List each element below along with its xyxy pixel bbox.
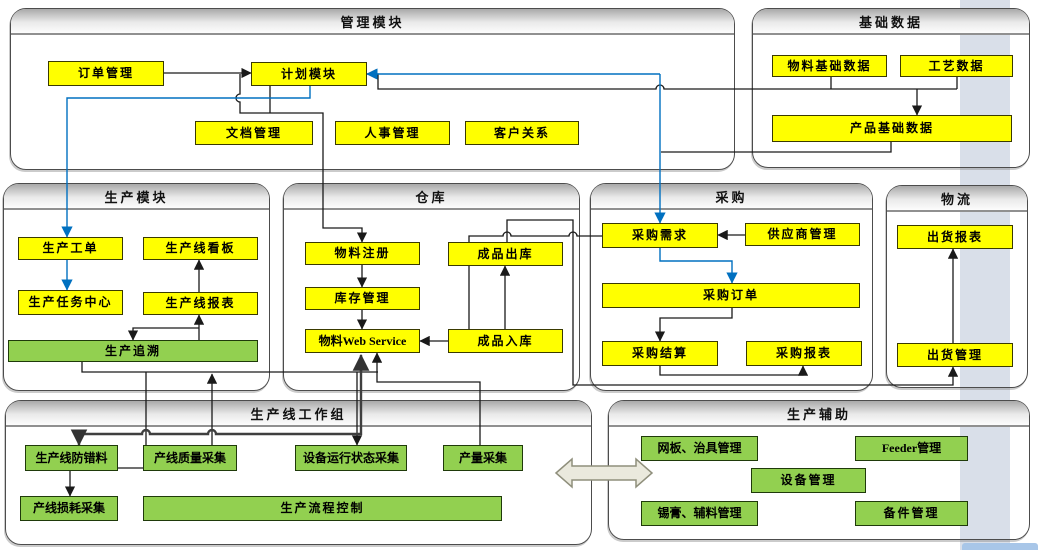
section-title: 物流 bbox=[940, 191, 973, 207]
node-customer-relations: 客户关系 bbox=[465, 121, 579, 145]
node-production-process-control: 生产流程控制 bbox=[143, 496, 502, 521]
section-production-titlebar: 生产模块 bbox=[4, 184, 269, 210]
node-order-management: 订单管理 bbox=[48, 61, 164, 86]
section-procurement-titlebar: 采购 bbox=[591, 184, 872, 210]
node-production-traceability: 生产追溯 bbox=[8, 340, 258, 362]
section-title: 生产线工作组 bbox=[250, 406, 347, 422]
node-output-collection: 产量采集 bbox=[443, 445, 523, 471]
node-process-data: 工艺数据 bbox=[900, 55, 1013, 77]
background-band bbox=[960, 0, 1010, 550]
node-line-quality-collection: 产线质量采集 bbox=[143, 445, 237, 471]
section-title: 生产辅助 bbox=[786, 406, 851, 422]
section-production-aux-titlebar: 生产辅助 bbox=[609, 401, 1029, 427]
section-title: 基础数据 bbox=[858, 14, 923, 30]
node-production-line-report: 生产线报表 bbox=[143, 292, 258, 315]
section-line-workgroup: 生产线工作组 bbox=[5, 400, 592, 545]
section-management-titlebar: 管理模块 bbox=[11, 9, 734, 35]
section-procurement: 采购 bbox=[590, 183, 873, 391]
node-equipment-management: 设备管理 bbox=[751, 468, 866, 493]
node-material-base-data: 物料基础数据 bbox=[772, 55, 887, 77]
node-purchase-settlement: 采购结算 bbox=[602, 341, 718, 366]
node-supplier-management: 供应商管理 bbox=[745, 223, 860, 246]
node-stencil-fixture-management: 网板、治具管理 bbox=[641, 436, 758, 461]
node-purchase-order: 采购订单 bbox=[602, 283, 860, 308]
section-title: 仓库 bbox=[415, 189, 448, 205]
node-finished-goods-inbound: 成品入库 bbox=[448, 329, 563, 353]
node-material-registration: 物料注册 bbox=[305, 242, 420, 265]
node-line-error-proofing: 生产线防错料 bbox=[25, 445, 118, 471]
node-solder-paste-materials-management: 锡膏、辅料管理 bbox=[641, 501, 758, 526]
section-line-workgroup-titlebar: 生产线工作组 bbox=[6, 401, 591, 427]
node-planning-module: 计划模块 bbox=[251, 62, 367, 86]
background-wedge bbox=[962, 543, 1038, 550]
section-title: 管理模块 bbox=[340, 14, 405, 30]
section-title: 生产模块 bbox=[104, 189, 169, 205]
node-shipment-management: 出货管理 bbox=[897, 343, 1013, 367]
node-purchase-report: 采购报表 bbox=[746, 341, 862, 366]
node-hr-management: 人事管理 bbox=[335, 121, 450, 145]
section-base-data-titlebar: 基础数据 bbox=[753, 9, 1029, 35]
section-management-module: 管理模块 bbox=[10, 8, 735, 170]
node-shipment-report: 出货报表 bbox=[897, 225, 1013, 249]
node-document-management: 文档管理 bbox=[195, 121, 313, 145]
node-production-line-kanban: 生产线看板 bbox=[143, 237, 258, 260]
node-equipment-status-collection: 设备运行状态采集 bbox=[295, 445, 407, 471]
node-spare-parts-management: 备件管理 bbox=[855, 501, 968, 526]
node-purchase-demand: 采购需求 bbox=[602, 223, 718, 248]
node-feeder-management: Feeder管理 bbox=[855, 436, 968, 461]
section-logistics-titlebar: 物流 bbox=[887, 186, 1027, 212]
node-product-base-data: 产品基础数据 bbox=[772, 115, 1012, 142]
node-inventory-management: 库存管理 bbox=[305, 287, 420, 310]
node-finished-goods-outbound: 成品出库 bbox=[448, 242, 563, 266]
node-line-loss-collection: 产线损耗采集 bbox=[20, 496, 118, 521]
node-material-web-service: 物料Web Service bbox=[305, 329, 420, 353]
section-base-data: 基础数据 bbox=[752, 8, 1030, 168]
node-production-task-center: 生产任务中心 bbox=[18, 290, 123, 315]
section-production-aux: 生产辅助 bbox=[608, 400, 1030, 540]
section-title: 采购 bbox=[715, 189, 748, 205]
node-production-work-order: 生产工单 bbox=[18, 237, 123, 260]
section-warehouse-titlebar: 仓库 bbox=[284, 184, 579, 210]
